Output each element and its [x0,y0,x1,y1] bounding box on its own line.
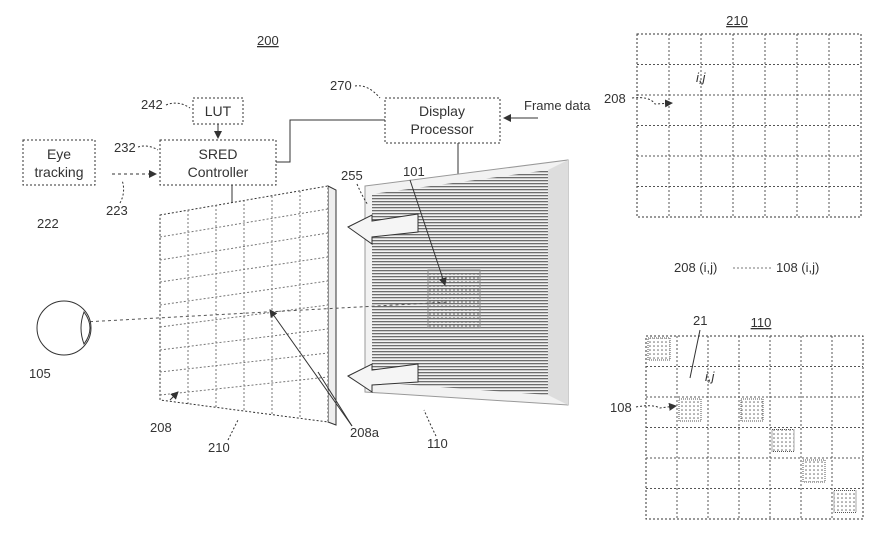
eye-icon [36,300,92,356]
ref-270: 270 [330,78,352,93]
subpixel-cell [647,337,671,361]
ref-208a: 208a [350,425,380,440]
ref-232: 232 [114,140,136,155]
leader-110 [423,409,437,437]
leader-101 [409,179,447,286]
figure-number: 200 [257,33,279,48]
frame-data-label: Frame data [524,98,591,113]
subpixel-cell [771,429,795,452]
eye-tracking-block: Eye tracking [22,139,96,186]
eye-tracking-label-line1: Eye [47,146,71,162]
bottom-grid-110 [645,335,864,520]
subpixel-cell [740,398,764,422]
display-center-region [427,269,481,329]
subpixel-cell [833,490,857,513]
ref-242: 242 [141,97,163,112]
sred-label-line2: Controller [188,164,249,180]
grid-border [636,33,862,218]
display-processor-label-line2: Processor [410,121,473,137]
leader-208a-tick [317,371,353,427]
display-processor-label-line1: Display [419,103,465,119]
ref-222: 222 [37,216,59,231]
display-processor-block: Display Processor [384,97,501,144]
subpixel-cell [678,398,702,422]
lut-block: LUT [192,97,244,125]
ref-208: 208 [150,420,172,435]
subpixel-cell [802,459,826,483]
viewing-ray [83,301,451,323]
eye-tracking-label-line2: tracking [34,164,83,180]
leader-232 [137,145,159,151]
leader-208a [269,309,353,427]
ref-105: 105 [29,366,51,381]
bottom-grid-title: 110 [751,315,772,330]
light-arrow-upper [347,213,419,245]
sred-label-line1: SRED [199,146,238,162]
top-grid-210 [636,33,862,218]
ref-101: 101 [403,164,425,179]
leader-270 [354,85,381,99]
ref-255: 255 [341,168,363,183]
bottom-grid-108-leader [635,402,677,411]
light-arrow-lower [347,363,419,393]
ref-223: 223 [106,203,128,218]
sred-to-display-line [276,119,385,163]
bottom-grid-21-label: 21 [693,313,707,328]
top-grid-208-leader [631,97,673,108]
sred-panel-grid [159,191,329,418]
top-grid-title: 210 [726,13,748,28]
leader-223 [119,179,125,204]
ref-210: 210 [208,440,230,455]
leader-208 [169,391,179,401]
leader-210 [227,419,239,441]
top-grid-208-label: 208 [604,91,626,106]
sred-controller-block: SRED Controller [159,139,277,186]
mapping-left-label: 208 (i,j) [674,260,717,275]
lut-label: LUT [205,103,232,119]
top-grid-ij-label: i,j [696,70,707,85]
leader-242 [165,102,191,109]
sred-panel-210 [159,185,337,426]
mapping-right-label: 108 (i,j) [776,260,819,275]
bottom-grid-21-leader [689,329,701,379]
bottom-grid-108-label: 108 [610,400,632,415]
bottom-grid-ij-label: i,j [705,369,716,384]
leader-255 [356,183,369,206]
display-panel-110 [364,159,569,406]
ref-110: 110 [427,436,448,451]
